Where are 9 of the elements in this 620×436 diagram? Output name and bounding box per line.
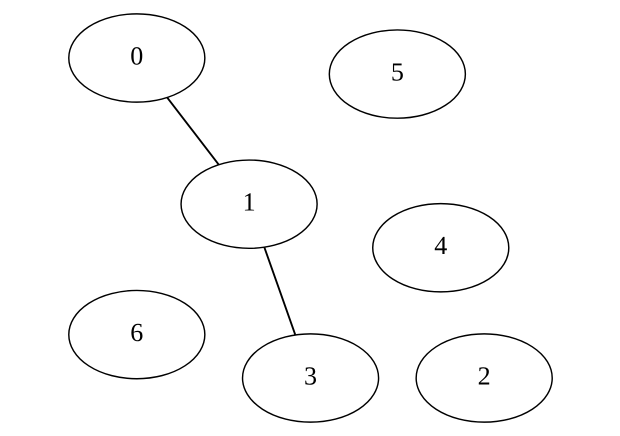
node-ellipse: 5 [328,29,466,119]
connector [166,96,219,166]
node-ellipse: 4 [372,202,510,293]
node-ellipse: 3 [241,333,379,423]
node-ellipse: 1 [180,159,318,250]
node-ellipse: 6 [68,290,206,380]
node-ellipse: 2 [414,333,552,423]
connector [263,247,296,335]
node-ellipse: 0 [68,13,206,103]
